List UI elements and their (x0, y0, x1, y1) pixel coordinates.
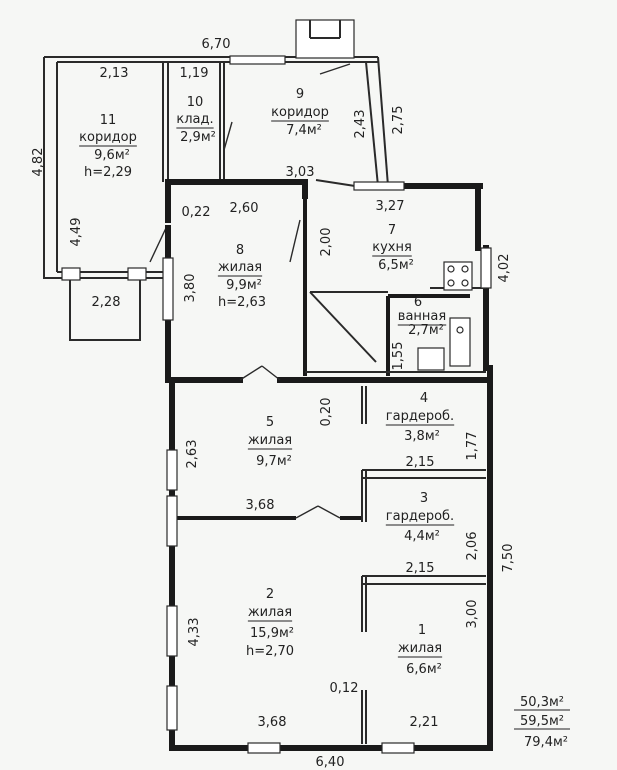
svg-text:9,9м²: 9,9м² (226, 278, 262, 293)
svg-text:коридор: коридор (271, 105, 329, 120)
total-living-area: 50,3м² (520, 695, 564, 710)
dim-room8-left: 3,80 (183, 274, 198, 303)
dim-room1-bottom: 2,21 (410, 715, 439, 730)
svg-text:9,6м²: 9,6м² (94, 148, 130, 163)
dim-room5-left: 2,63 (185, 440, 200, 469)
svg-text:6: 6 (414, 295, 422, 310)
dim-wardrobe3-bottom: 2,15 (406, 561, 435, 576)
dim-room8-top: 2,60 (230, 201, 259, 216)
svg-text:гардероб.: гардероб. (386, 509, 454, 524)
main-windows (162, 181, 492, 754)
svg-text:15,9м²: 15,9м² (250, 626, 294, 641)
dim-room8-wall: 0,22 (182, 205, 211, 220)
svg-text:h=2,70: h=2,70 (246, 644, 294, 659)
svg-text:h=2,29: h=2,29 (84, 165, 132, 180)
room-7-label: 7 кухня 6,5м² (372, 223, 414, 273)
dim-room5-bottom: 3,68 (246, 498, 275, 513)
dim-corridor11-top: 2,13 (100, 66, 129, 81)
svg-text:ванная: ванная (398, 309, 446, 324)
svg-text:4: 4 (420, 391, 428, 406)
area-totals: 50,3м² 59,5м² 79,4м² (514, 695, 570, 750)
kitchen-stove (443, 261, 473, 291)
svg-text:жилая: жилая (218, 260, 262, 275)
svg-text:коридор: коридор (79, 130, 137, 145)
dim-kitchen-right: 4,02 (497, 254, 512, 283)
dim-bottom-width: 6,40 (316, 755, 345, 770)
svg-text:3: 3 (420, 491, 428, 506)
dim-bath-height: 1,55 (391, 342, 406, 371)
dim-room1-wall: 0,12 (330, 681, 359, 696)
room-1-label: 1 жилая 6,6м² (398, 623, 442, 677)
svg-text:гардероб.: гардероб. (386, 409, 454, 424)
svg-text:2,7м²: 2,7м² (408, 323, 444, 338)
dim-overall-right: 7,50 (501, 544, 516, 573)
svg-text:3,8м²: 3,8м² (404, 429, 440, 444)
dim-porch: 2,28 (92, 295, 121, 310)
extension-doors (149, 63, 351, 263)
dim-wardrobe4-right: 1,77 (465, 432, 480, 461)
svg-text:10: 10 (187, 95, 204, 110)
svg-text:7,4м²: 7,4м² (286, 123, 322, 138)
dim-corridor9-bottom: 3,03 (286, 165, 315, 180)
dim-wardrobe3-right: 2,06 (465, 532, 480, 561)
svg-text:6,5м²: 6,5м² (378, 258, 414, 273)
dim-corridor11-inner: 4,49 (69, 218, 84, 247)
room-4-label: 4 гардероб. 3,8м² (386, 391, 454, 444)
dim-room8-right: 2,00 (319, 228, 334, 257)
room-11-label: 11 коридор 9,6м² h=2,29 (79, 113, 137, 180)
svg-text:9,7м²: 9,7м² (256, 454, 292, 469)
svg-text:1: 1 (418, 623, 426, 638)
room-8-label: 8 жилая 9,9м² h=2,63 (218, 243, 266, 310)
room-2-label: 2 жилая 15,9м² h=2,70 (246, 587, 294, 659)
svg-text:5: 5 (266, 415, 274, 430)
svg-text:кухня: кухня (372, 240, 412, 255)
dim-kitchen-top: 3,27 (376, 199, 405, 214)
dim-top-width: 6,70 (202, 37, 231, 52)
svg-text:9: 9 (296, 87, 304, 102)
dim-left-outer: 4,82 (31, 148, 46, 177)
dim-room2-bottom: 3,68 (258, 715, 287, 730)
svg-text:6,6м²: 6,6м² (406, 662, 442, 677)
svg-text:4,4м²: 4,4м² (404, 529, 440, 544)
extension-windows (61, 55, 286, 281)
room-3-label: 3 гардероб. 4,4м² (386, 491, 454, 544)
svg-text:2: 2 (266, 587, 274, 602)
dim-pantry-top: 1,19 (180, 66, 209, 81)
svg-text:жилая: жилая (248, 605, 292, 620)
svg-text:2,9м²: 2,9м² (180, 130, 216, 145)
total-main-area: 59,5м² (520, 714, 564, 729)
svg-text:h=2,63: h=2,63 (218, 295, 266, 310)
svg-text:жилая: жилая (398, 641, 442, 656)
room-5-label: 5 жилая 9,7м² (248, 415, 292, 469)
dim-corridor9-right-inner: 2,43 (353, 110, 368, 139)
dim-room1-right: 3,00 (465, 600, 480, 629)
main-doors (239, 365, 341, 519)
room-10-label: 10 клад. 2,9м² (176, 95, 215, 145)
svg-text:8: 8 (236, 243, 244, 258)
dim-room2-left: 4,33 (187, 618, 202, 647)
svg-text:клад.: клад. (176, 112, 213, 127)
dim-room5-wall: 0,20 (319, 398, 334, 427)
dim-wardrobe4-bottom: 2,15 (406, 455, 435, 470)
svg-text:11: 11 (100, 113, 117, 128)
dimension-labels: 6,70 2,13 1,19 4,82 4,49 2,28 3,80 0,22 … (31, 37, 516, 770)
svg-text:жилая: жилая (248, 433, 292, 448)
bathroom-fixtures (417, 317, 471, 371)
room-9-label: 9 коридор 7,4м² (271, 87, 329, 138)
total-overall-area: 79,4м² (524, 735, 568, 750)
svg-text:7: 7 (388, 223, 396, 238)
room-name-underlines (79, 120, 455, 658)
dim-corridor9-right-outer: 2,75 (391, 106, 406, 135)
room-6-label: 6 ванная 2,7м² (398, 295, 446, 338)
